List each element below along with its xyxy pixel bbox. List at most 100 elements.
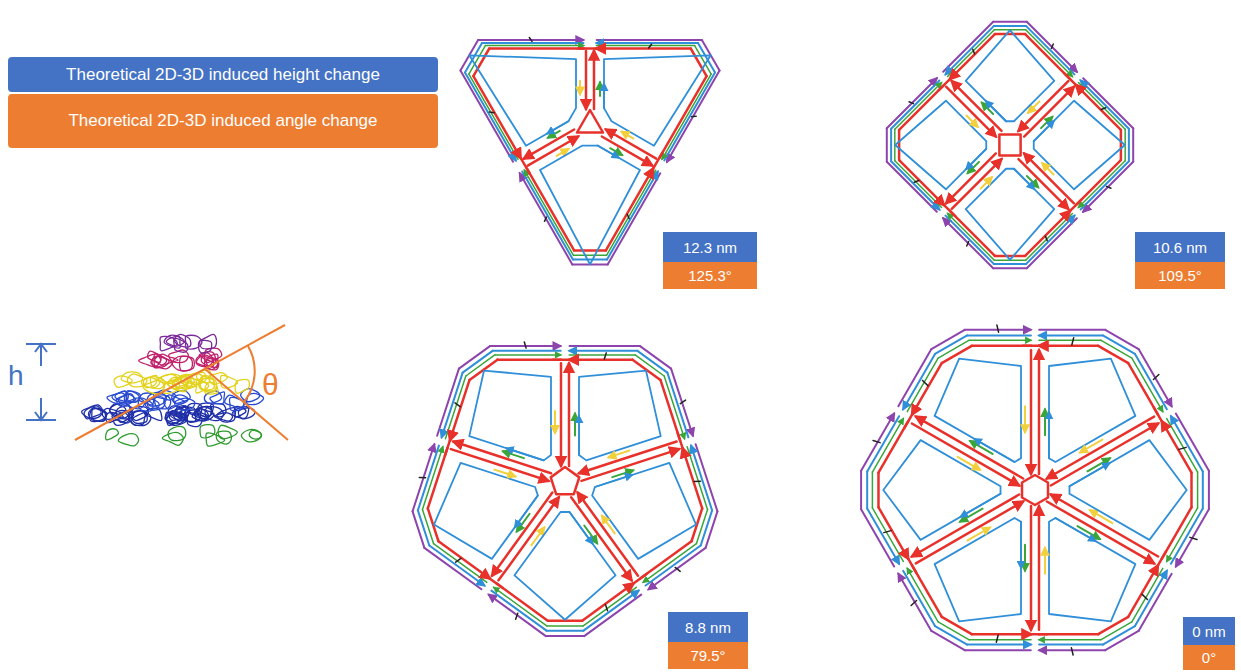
perimeter-strand <box>496 583 547 620</box>
spoke-strand <box>1018 159 1068 209</box>
perimeter-strand <box>584 595 641 636</box>
spoke-strand <box>912 495 1019 557</box>
tick-mark <box>649 44 652 48</box>
spoke-end <box>939 200 956 217</box>
angle-label: θ <box>262 370 279 400</box>
staple-strand <box>968 162 979 173</box>
tick-mark <box>1045 236 1047 241</box>
strand-loop <box>162 432 183 445</box>
bracket-arrow <box>35 344 47 352</box>
spoke-strand <box>1051 424 1158 486</box>
perimeter-strand <box>1190 473 1193 508</box>
perimeter-strand <box>872 419 903 473</box>
perimeter-strand <box>1197 472 1199 508</box>
perimeter-strand <box>942 346 972 363</box>
perimeter-strand <box>606 168 653 250</box>
spoke-end <box>627 574 646 588</box>
hub-strand <box>999 134 1020 155</box>
perimeter-strand <box>418 510 429 545</box>
tick-mark <box>914 180 919 182</box>
cell-strand <box>603 84 605 108</box>
cell-strand <box>1020 522 1022 568</box>
spoke-strand <box>946 153 996 203</box>
perimeter-strand <box>1026 216 1074 264</box>
value-box: 0° <box>1183 645 1235 670</box>
hub-strand <box>551 467 580 494</box>
staple-strand <box>494 470 515 477</box>
perimeter-strand <box>583 587 636 626</box>
perimeter-strand <box>646 546 701 586</box>
cell-strand <box>1049 518 1135 621</box>
spoke-strand <box>492 493 552 576</box>
cell-strand <box>515 496 538 528</box>
spoke-strand <box>568 363 571 466</box>
perimeter-strand <box>660 380 680 440</box>
spoke-end <box>553 358 577 361</box>
perimeter-strand <box>995 255 1025 258</box>
perimeter-strand <box>573 259 607 261</box>
tick-mark <box>873 440 880 442</box>
spoke-end <box>1065 200 1082 217</box>
perimeter-strand <box>946 26 994 74</box>
angle-arc <box>244 346 255 402</box>
spoke-strand <box>571 497 631 580</box>
cell-strand <box>595 475 632 487</box>
angle-line <box>75 325 285 440</box>
perimeter-strand <box>1167 508 1198 562</box>
spoke-end <box>1023 345 1047 348</box>
perimeter-strand <box>524 170 573 255</box>
spoke-strand <box>578 493 638 576</box>
perimeter-strand <box>701 510 712 545</box>
cell-strand <box>1069 463 1109 486</box>
tick-mark <box>516 613 518 619</box>
perimeter-strand <box>489 595 546 636</box>
perimeter-strand <box>1078 161 1125 208</box>
tick-mark <box>604 353 606 359</box>
spoke-strand <box>1030 506 1033 630</box>
perimeter-strand <box>662 74 711 159</box>
perimeter-strand <box>1081 161 1129 209</box>
perimeter-strand <box>696 509 707 543</box>
spoke-end <box>650 153 662 174</box>
perimeter-strand <box>640 541 691 578</box>
perimeter-strand <box>497 358 560 361</box>
tick-mark <box>627 214 629 218</box>
tick-mark <box>997 325 999 332</box>
tick-mark <box>455 403 460 407</box>
tick-mark <box>1107 186 1111 188</box>
perimeter-strand <box>637 351 667 373</box>
strand-loop <box>180 356 195 371</box>
tick-mark <box>996 635 998 642</box>
cell-strand <box>507 448 544 460</box>
spoke-end <box>578 47 602 50</box>
perimeter-strand <box>482 42 583 44</box>
strand-loop <box>166 336 184 346</box>
strand-loop <box>206 433 225 446</box>
cell-strand <box>1055 518 1095 541</box>
perimeter-strand <box>573 255 606 257</box>
spoke-end <box>1154 408 1166 429</box>
height-bracket <box>26 344 56 420</box>
perimeter-strand <box>872 508 903 562</box>
spoke-strand <box>1024 153 1074 203</box>
perimeter-strand <box>993 267 1027 269</box>
perimeter-strand <box>860 471 862 509</box>
strand-loop <box>241 430 261 442</box>
perimeter-strand <box>463 351 493 373</box>
perimeter-strand <box>546 630 583 632</box>
perimeter-strand <box>967 334 1031 336</box>
value-box: 79.5° <box>668 642 748 669</box>
tick-mark <box>1142 594 1147 599</box>
spoke-strand <box>952 159 1002 209</box>
tick-mark <box>1071 648 1073 655</box>
value-box: 12.3 nm <box>663 232 757 262</box>
perimeter-strand <box>489 47 584 50</box>
legend-swatch: Theoretical 2D-3D induced angle change <box>8 94 438 148</box>
perimeter-strand <box>1081 81 1129 129</box>
tick-mark <box>605 605 607 611</box>
cell-strand <box>935 518 1021 621</box>
tick-mark <box>967 242 969 246</box>
strand-loop <box>154 354 167 368</box>
perimeter-strand <box>485 45 583 47</box>
staple-strand <box>1042 163 1053 174</box>
